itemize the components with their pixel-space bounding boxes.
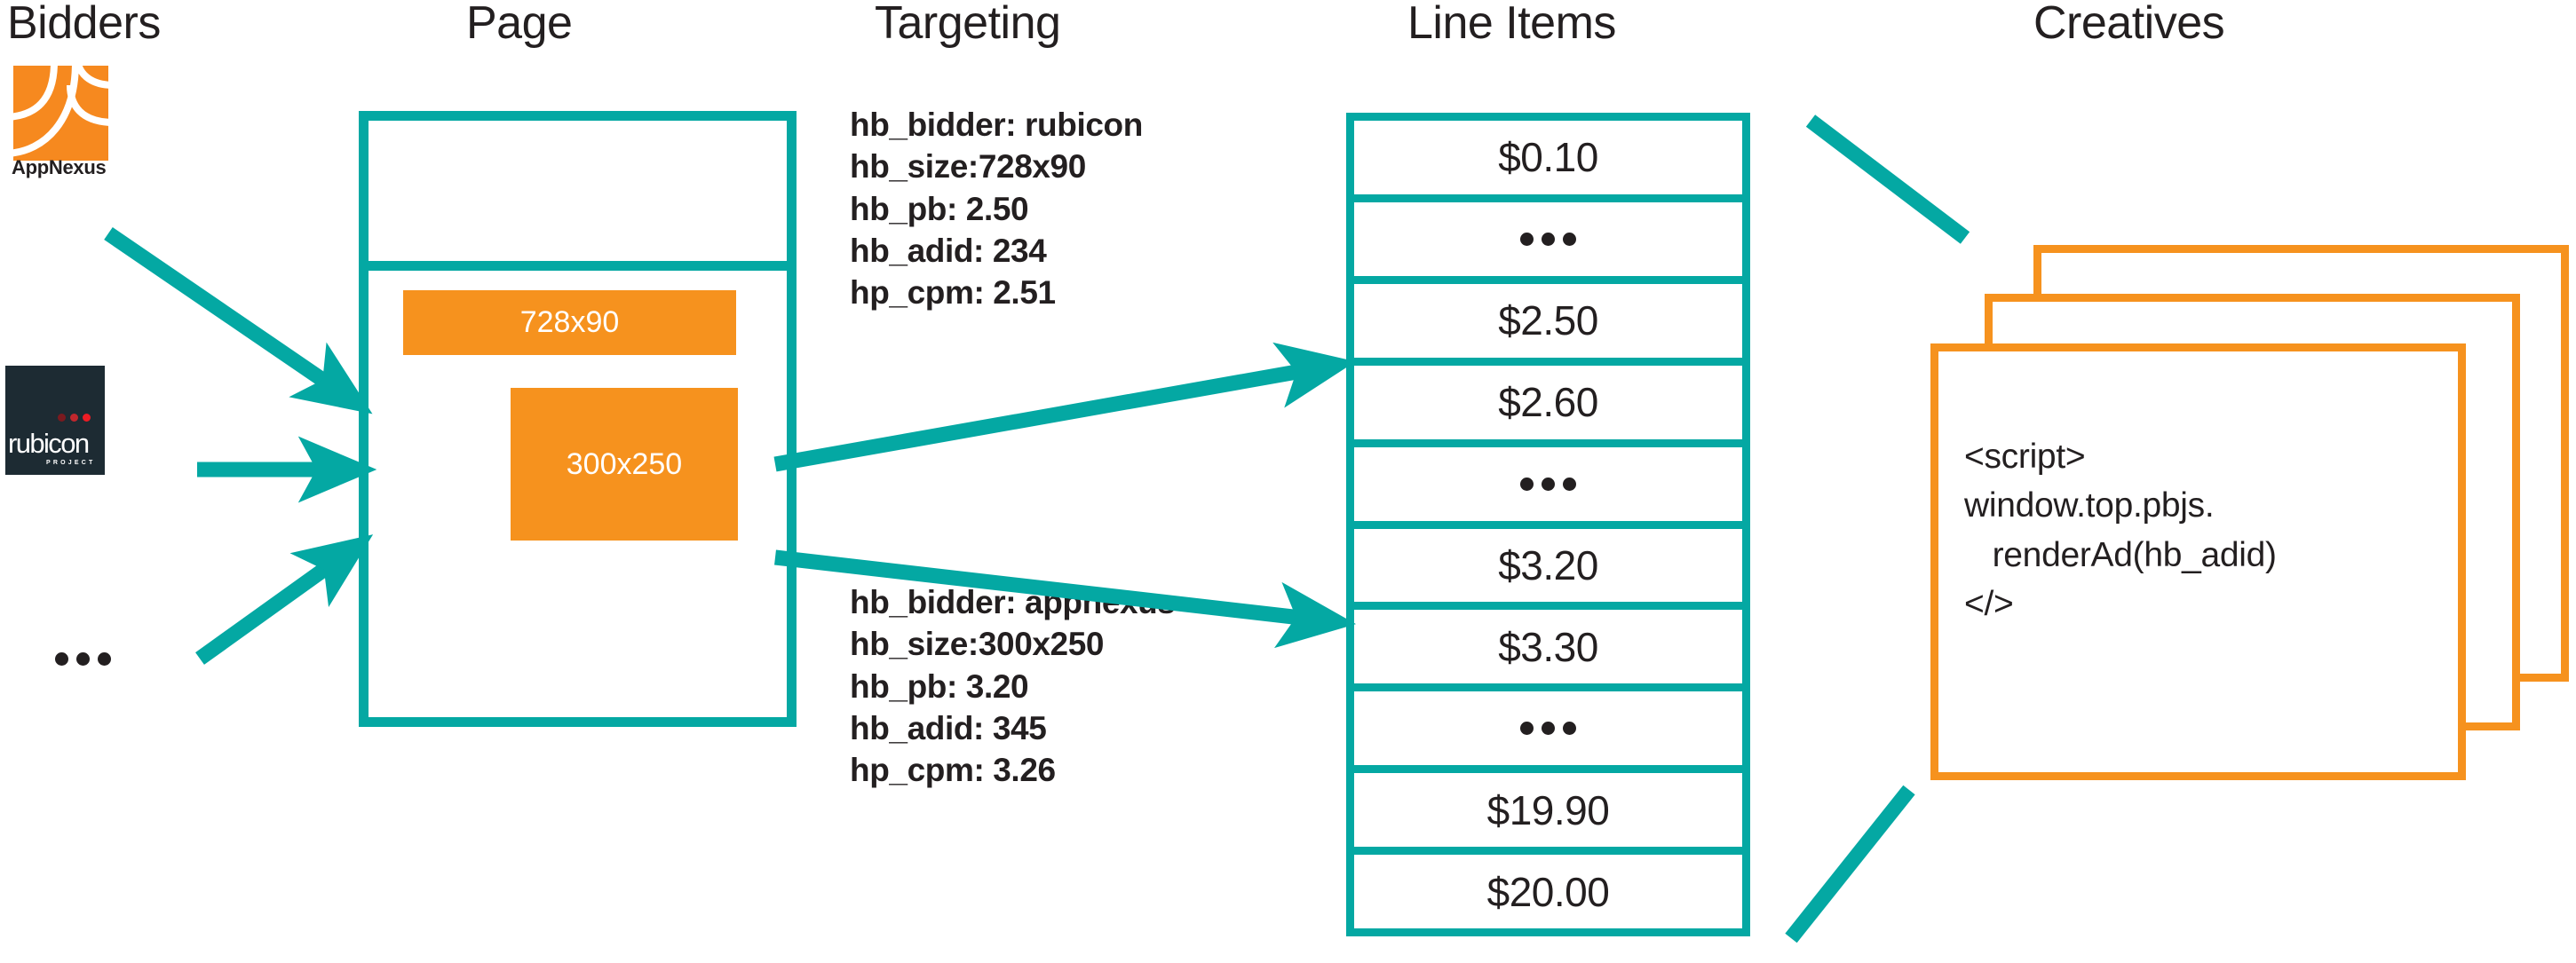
targeting-line: hb_adid: 345 xyxy=(850,710,1047,747)
targeting-key-values-appnexus: hb_bidder: appnexus hb_size:300x250 hb_p… xyxy=(850,581,1176,792)
line-item-row[interactable]: $20.00 xyxy=(1354,855,1742,929)
line-item-row[interactable]: $3.30 xyxy=(1354,610,1742,684)
column-header-line-items: Line Items xyxy=(1407,0,1616,49)
ad-slot-728x90[interactable]: 728x90 xyxy=(403,290,736,355)
arrow-more-bidders-to-page xyxy=(195,534,374,665)
targeting-line: hb_adid: 234 xyxy=(850,233,1047,270)
line-item-row-ellipsis xyxy=(1354,446,1742,521)
rubicon-wordmark: rubicon xyxy=(8,428,90,459)
creative-card-front xyxy=(1930,343,2466,780)
rubicon-project-logo-icon: rubicon PROJECT xyxy=(5,366,105,475)
ad-slot-300x250[interactable]: 300x250 xyxy=(511,388,738,541)
column-header-bidders: Bidders xyxy=(7,0,161,49)
targeting-line: hb_bidder: rubicon xyxy=(850,107,1143,143)
targeting-line: hb_size:728x90 xyxy=(850,148,1086,185)
line-item-row[interactable]: $0.10 xyxy=(1354,121,1742,194)
appnexus-label: AppNexus xyxy=(12,156,107,178)
bidders-more-ellipsis xyxy=(55,652,111,666)
targeting-line: hp_cpm: 3.26 xyxy=(850,752,1056,789)
targeting-line: hp_cpm: 2.51 xyxy=(850,274,1056,312)
line-items-list: $0.10 $2.50 $2.60 $3.20 $3.30 $19.90 $20… xyxy=(1346,113,1750,936)
targeting-line: hb_size:300x250 xyxy=(850,626,1105,663)
line-item-row-ellipsis xyxy=(1354,201,1742,276)
targeting-key-values-rubicon: hb_bidder: rubicon hb_size:728x90 hb_pb:… xyxy=(850,104,1143,314)
connector-line-items-to-creatives-top xyxy=(1805,114,1970,244)
line-item-row[interactable]: $2.50 xyxy=(1354,283,1742,358)
arrow-appnexus-to-page xyxy=(104,226,373,414)
targeting-line: hb_pb: 2.50 xyxy=(850,190,1029,227)
connector-line-items-to-creatives-bottom xyxy=(1785,785,1915,943)
line-item-row[interactable]: $2.60 xyxy=(1354,365,1742,439)
appnexus-logo-icon xyxy=(13,66,108,161)
column-header-creatives: Creatives xyxy=(2033,0,2225,49)
page-header-divider xyxy=(359,261,797,271)
line-item-row[interactable]: $3.20 xyxy=(1354,528,1742,603)
column-header-targeting: Targeting xyxy=(875,0,1061,49)
creative-script-code: <script> window.top.pbjs. renderAd(hb_ad… xyxy=(1964,438,2277,624)
targeting-line: hb_bidder: appnexus xyxy=(850,584,1176,620)
line-item-row-ellipsis xyxy=(1354,691,1742,766)
line-item-row[interactable]: $19.90 xyxy=(1354,773,1742,848)
arrow-page-to-line-item-250 xyxy=(773,342,1356,472)
targeting-line: hb_pb: 3.20 xyxy=(850,667,1029,705)
column-header-page: Page xyxy=(466,0,573,49)
rubicon-subtitle: PROJECT xyxy=(46,460,96,466)
